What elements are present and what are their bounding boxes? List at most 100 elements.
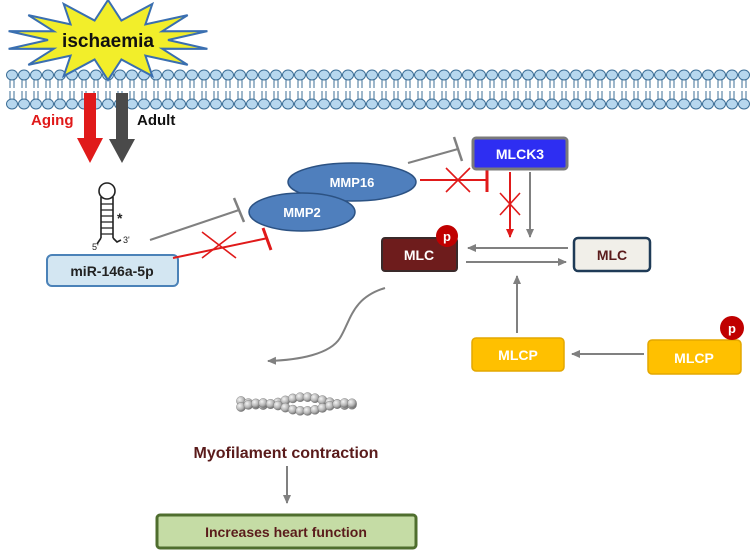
lipid-head bbox=[402, 69, 414, 81]
lipid-head bbox=[294, 69, 306, 81]
lipid-head bbox=[390, 98, 402, 110]
lipid-head bbox=[78, 69, 90, 81]
lipid-head bbox=[498, 69, 510, 81]
lipid-head bbox=[366, 69, 378, 81]
lipid-head bbox=[6, 69, 18, 81]
lipid-head bbox=[462, 69, 474, 81]
lipid-head bbox=[702, 98, 714, 110]
mlcp-phospho-node: MLCP p bbox=[647, 316, 744, 375]
mlcp-phospho-label: MLCP bbox=[674, 350, 714, 366]
lipid-head bbox=[30, 98, 42, 110]
lipid-head bbox=[198, 98, 210, 110]
mlc-phospho-label: MLC bbox=[404, 247, 434, 263]
lipid-head bbox=[54, 98, 66, 110]
five-prime-label: 5' bbox=[92, 242, 99, 252]
lipid-head bbox=[678, 98, 690, 110]
lipid-head bbox=[654, 69, 666, 81]
lipid-head bbox=[438, 69, 450, 81]
lipid-head bbox=[618, 69, 630, 81]
lipid-head bbox=[30, 69, 42, 81]
lipid-head bbox=[522, 69, 534, 81]
adult-label: Adult bbox=[137, 112, 175, 129]
lipid-head bbox=[42, 98, 54, 110]
lipid-head bbox=[114, 69, 126, 81]
lipid-head bbox=[138, 98, 150, 110]
mlck3-cross-mark bbox=[499, 192, 521, 216]
lipid-head bbox=[162, 69, 174, 81]
lipid-head bbox=[258, 98, 270, 110]
lipid-head bbox=[18, 69, 30, 81]
lipid-head bbox=[726, 98, 738, 110]
lipid-head bbox=[522, 98, 534, 110]
lipid-head bbox=[486, 98, 498, 110]
lipid-head bbox=[174, 98, 186, 110]
lipid-head bbox=[426, 98, 438, 110]
lipid-head bbox=[282, 98, 294, 110]
lipid-head bbox=[474, 69, 486, 81]
lipid-head bbox=[150, 98, 162, 110]
lipid-head bbox=[714, 98, 726, 110]
asterisk-label: * bbox=[117, 210, 123, 226]
lipid-head bbox=[474, 98, 486, 110]
lipid-head bbox=[678, 69, 690, 81]
phospho-badge-mlc bbox=[436, 225, 458, 247]
lipid-head bbox=[378, 69, 390, 81]
mlc-to-contraction-curved-arrow bbox=[267, 287, 386, 365]
lipid-head bbox=[426, 69, 438, 81]
mlck3-label: MLCK3 bbox=[496, 146, 544, 162]
heart-function-box: Increases heart function bbox=[155, 513, 418, 550]
lipid-head bbox=[306, 98, 318, 110]
lipid-head bbox=[642, 69, 654, 81]
lipid-head bbox=[222, 69, 234, 81]
lipid-head bbox=[318, 69, 330, 81]
lipid-head bbox=[270, 98, 282, 110]
lipid-head bbox=[402, 98, 414, 110]
lipid-head bbox=[366, 98, 378, 110]
lipid-head bbox=[294, 98, 306, 110]
lipid-head bbox=[210, 69, 222, 81]
lipid-head bbox=[498, 98, 510, 110]
lipid-head bbox=[606, 69, 618, 81]
blocked-cross-mark bbox=[201, 231, 237, 259]
myofilament-bead bbox=[347, 398, 357, 409]
lipid-head bbox=[690, 69, 702, 81]
lipid-head bbox=[534, 98, 546, 110]
lipid-head bbox=[210, 98, 222, 110]
lipid-head bbox=[126, 69, 138, 81]
lipid-head bbox=[486, 69, 498, 81]
lipid-head bbox=[186, 69, 198, 81]
lipid-head bbox=[330, 98, 342, 110]
lipid-head bbox=[342, 98, 354, 110]
lipid-head bbox=[666, 98, 678, 110]
mmp-inhibit-mlck3-bar bbox=[452, 136, 464, 162]
lipid-head bbox=[18, 98, 30, 110]
mlc-label: MLC bbox=[597, 247, 627, 263]
lipid-head bbox=[234, 69, 246, 81]
lipid-head bbox=[714, 69, 726, 81]
burst-shape bbox=[8, 0, 208, 82]
lipid-head bbox=[666, 69, 678, 81]
lipid-head bbox=[738, 69, 750, 81]
ischaemia-label: ischaemia bbox=[62, 31, 154, 52]
blocked-mmp-cross bbox=[445, 167, 471, 193]
lipid-head bbox=[534, 69, 546, 81]
lipid-head bbox=[450, 69, 462, 81]
lipid-head bbox=[198, 69, 210, 81]
lipid-head bbox=[246, 98, 258, 110]
lipid-head bbox=[594, 98, 606, 110]
lipid-head bbox=[186, 98, 198, 110]
mlc-phospho-node: MLC p bbox=[381, 225, 458, 272]
lipid-head bbox=[618, 98, 630, 110]
lipid-head bbox=[354, 69, 366, 81]
lipid-head bbox=[690, 98, 702, 110]
mmp2-node: MMP2 bbox=[248, 192, 356, 232]
lipid-head bbox=[174, 69, 186, 81]
lipid-head bbox=[342, 69, 354, 81]
heart-function-label: Increases heart function bbox=[205, 524, 367, 540]
lipid-head bbox=[582, 98, 594, 110]
lipid-head bbox=[42, 69, 54, 81]
mirna-inhibit-mmp-line bbox=[149, 209, 240, 241]
lipid-head bbox=[642, 98, 654, 110]
